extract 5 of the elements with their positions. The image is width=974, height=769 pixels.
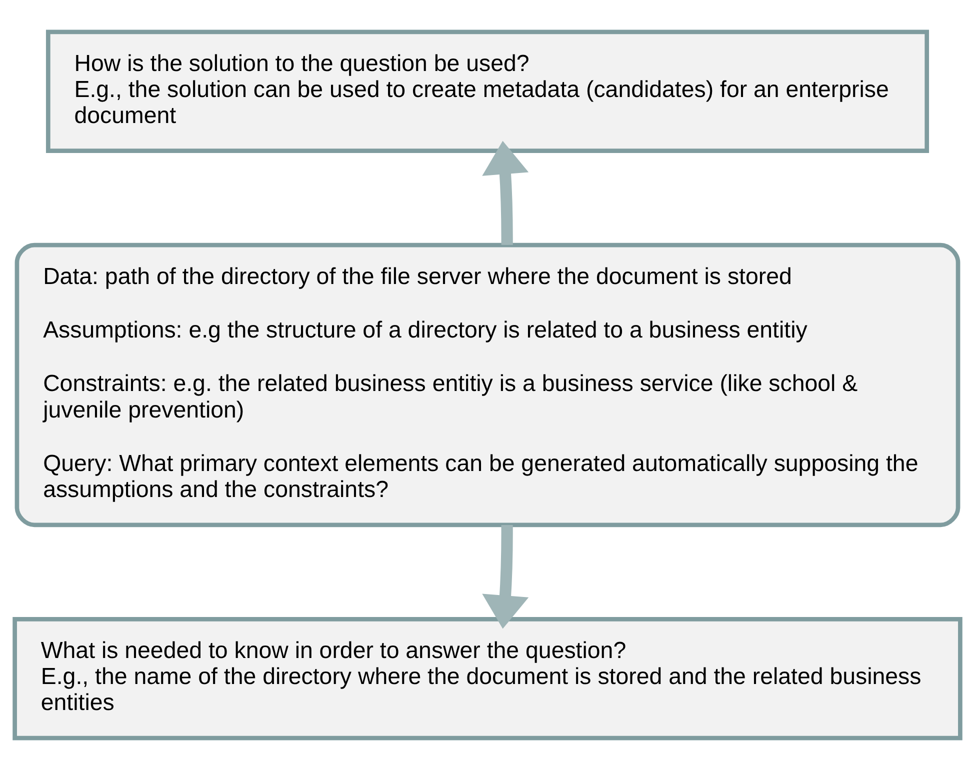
node-box: Data: path of the directory of the file server where the document is stored Assumptions: e.g the structure of a directory is related to a business entitiy Constraints: e.g. the related business entitiy is a business service (like school & juvenile prevention) Query: What primary context elements can be generated automatically supposing the assumptions and the constraints? <box>14 242 960 527</box>
node-box: How is the solution to the question be used? E.g., the solution can be used to create metadata (candidates) for an enterprise document <box>45 29 929 152</box>
node-box: What is needed to know in order to answer the question? E.g., the name of the directory where the document is stored and the related business entities <box>12 616 962 740</box>
arrow <box>482 140 528 244</box>
arrow <box>482 524 528 628</box>
